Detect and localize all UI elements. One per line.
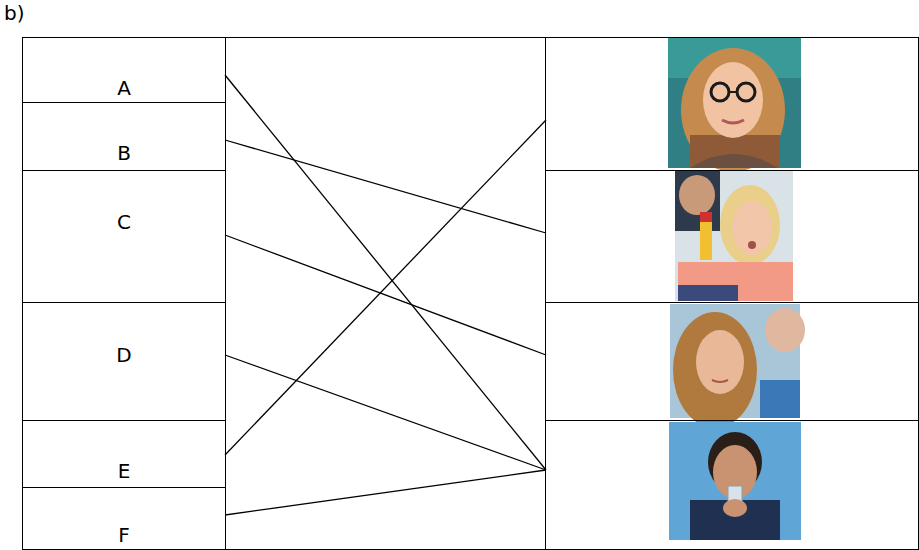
matching-line — [225, 470, 546, 515]
letter-cell: D — [22, 302, 226, 421]
photo — [669, 422, 801, 540]
letter-cell: A — [22, 37, 226, 103]
matching-line — [225, 75, 546, 470]
option-letter: E — [23, 460, 225, 483]
option-letter: A — [23, 77, 225, 100]
photo — [668, 38, 801, 172]
picture-cell — [545, 420, 919, 550]
letter-cell: C — [22, 170, 226, 303]
option-letter: D — [23, 344, 225, 367]
matching-line — [225, 235, 546, 355]
matching-line — [225, 355, 546, 470]
picture-cell — [545, 37, 919, 171]
matching-line — [225, 140, 546, 233]
letter-cell: F — [22, 487, 226, 550]
photo — [675, 171, 793, 301]
picture-cell — [545, 170, 919, 303]
letter-cell: E — [22, 420, 226, 488]
option-letter: B — [23, 142, 225, 165]
matching-line — [225, 120, 546, 455]
letter-cell: B — [22, 102, 226, 171]
sub-question-label: b) — [4, 2, 25, 25]
picture-cell — [545, 302, 919, 421]
option-letter: C — [23, 211, 225, 234]
option-letter: F — [23, 524, 225, 547]
photo — [670, 304, 805, 428]
